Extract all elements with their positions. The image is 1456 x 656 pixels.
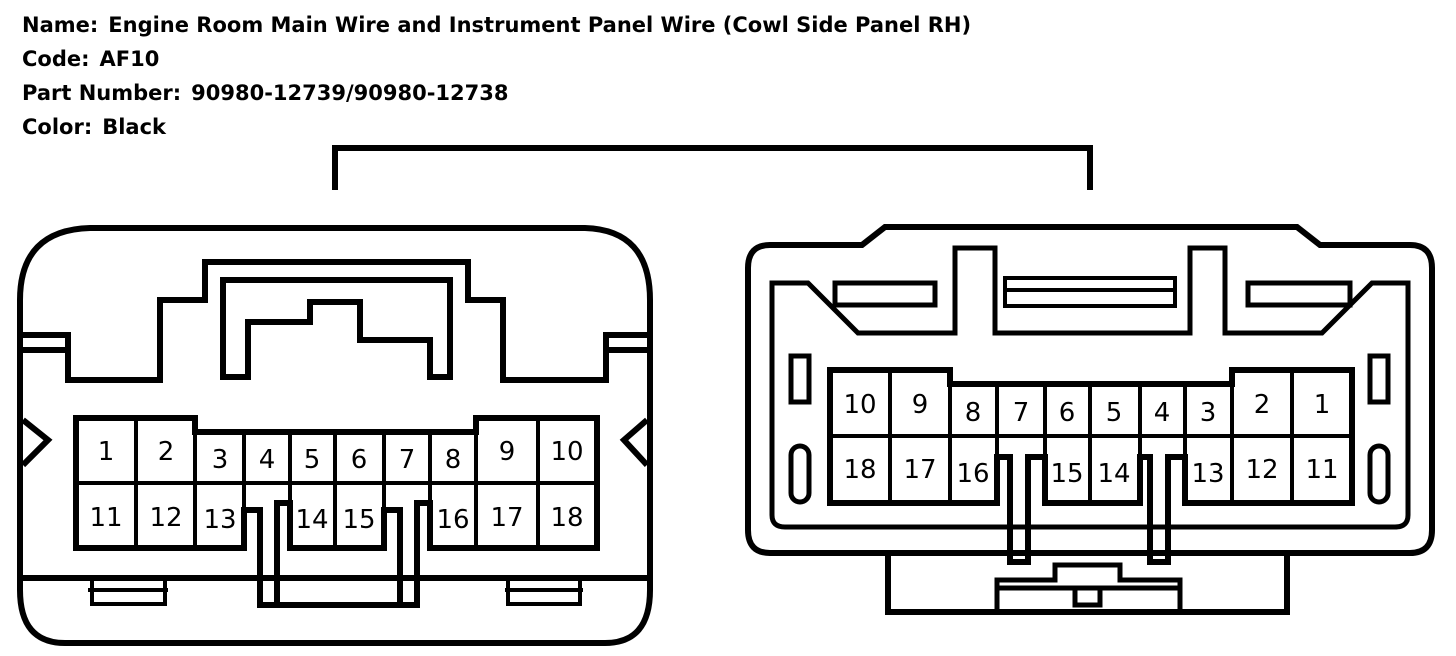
left-side-notch-right [619,417,650,468]
left-top-opening [23,259,647,383]
right-pin-label: 1 [1314,390,1331,420]
left-connector: 1 2 3 4 5 6 7 8 9 10 11 12 13 14 15 16 1… [17,225,653,646]
part-number-row: Part Number: 90980-12739/90980-12738 [22,76,971,110]
left-pin-label: 15 [342,505,375,535]
color-row: Color: Black [22,110,971,144]
left-pin-label: 9 [499,437,516,467]
right-pin-label: 9 [912,390,929,420]
part-number-label: Part Number: [22,81,182,105]
left-pin-label: 8 [445,445,462,475]
code-row: Code: AF10 [22,42,971,76]
right-pin-label: 14 [1097,459,1130,489]
part-number-value: 90980-12739/90980-12738 [191,81,509,105]
right-inner-frame [769,245,1411,530]
right-connector: 10 9 8 7 6 5 4 3 2 1 18 17 16 15 14 13 1… [745,224,1435,615]
left-bottom-rail-inner [88,578,583,606]
right-slot-right [1245,280,1353,308]
left-pin-label: 2 [158,437,175,467]
color-value: Black [102,115,167,139]
left-pin-label: 18 [550,503,583,533]
name-row: Name: Engine Room Main Wire and Instrumen… [22,8,971,42]
connector-info: Name: Engine Room Main Wire and Instrumen… [22,8,971,144]
right-guide-right-top [1367,353,1391,405]
right-pin-label: 17 [903,455,936,485]
right-pin-label: 7 [1013,398,1030,428]
left-side-notch-left [20,417,53,468]
left-pin-label: 16 [436,505,469,535]
right-pin-label: 5 [1106,398,1123,428]
right-guide-left-bottom [788,443,812,505]
left-lock-bar [220,277,453,380]
name-label: Name: [22,13,99,37]
right-pin-label: 15 [1050,459,1083,489]
left-pin-label: 3 [212,445,229,475]
pairing-bracket [332,145,1093,190]
right-pin-label: 2 [1254,390,1271,420]
left-pin-label: 5 [304,445,321,475]
right-pin-label: 8 [965,398,982,428]
right-pin-label: 10 [843,390,876,420]
left-pin-label: 17 [490,503,523,533]
left-pin-label: 7 [399,445,416,475]
left-pin-label: 13 [203,505,236,535]
right-guide-right-bottom [1367,443,1391,505]
name-value: Engine Room Main Wire and Instrument Pan… [108,13,972,37]
right-guide-left-top [788,353,812,405]
right-housing-outline [745,224,1435,556]
right-pin-label: 4 [1154,398,1171,428]
right-cavity-grid [830,370,1352,503]
right-pin-label: 6 [1059,398,1076,428]
code-value: AF10 [99,47,160,71]
left-pin-label: 14 [295,505,328,535]
right-slot-left [832,280,938,308]
left-pin-label: 1 [98,437,115,467]
right-pin-label: 16 [956,459,989,489]
right-latch [1003,276,1177,308]
right-mount-lock [994,562,1183,612]
left-pin-label: 6 [351,445,368,475]
left-pin-label: 12 [149,503,182,533]
left-pin-label: 10 [550,437,583,467]
right-bottom-mount [885,553,1290,615]
right-pin-label: 13 [1191,459,1224,489]
right-pin-label: 18 [843,455,876,485]
left-pin-label: 11 [89,503,122,533]
color-label: Color: [22,115,93,139]
right-pin-label: 11 [1305,455,1338,485]
code-label: Code: [22,47,90,71]
right-pin-label: 3 [1200,398,1217,428]
left-cavity-grid [76,418,597,548]
right-pin-label: 12 [1245,455,1278,485]
left-housing-outline [17,225,653,646]
left-pin-label: 4 [259,445,276,475]
